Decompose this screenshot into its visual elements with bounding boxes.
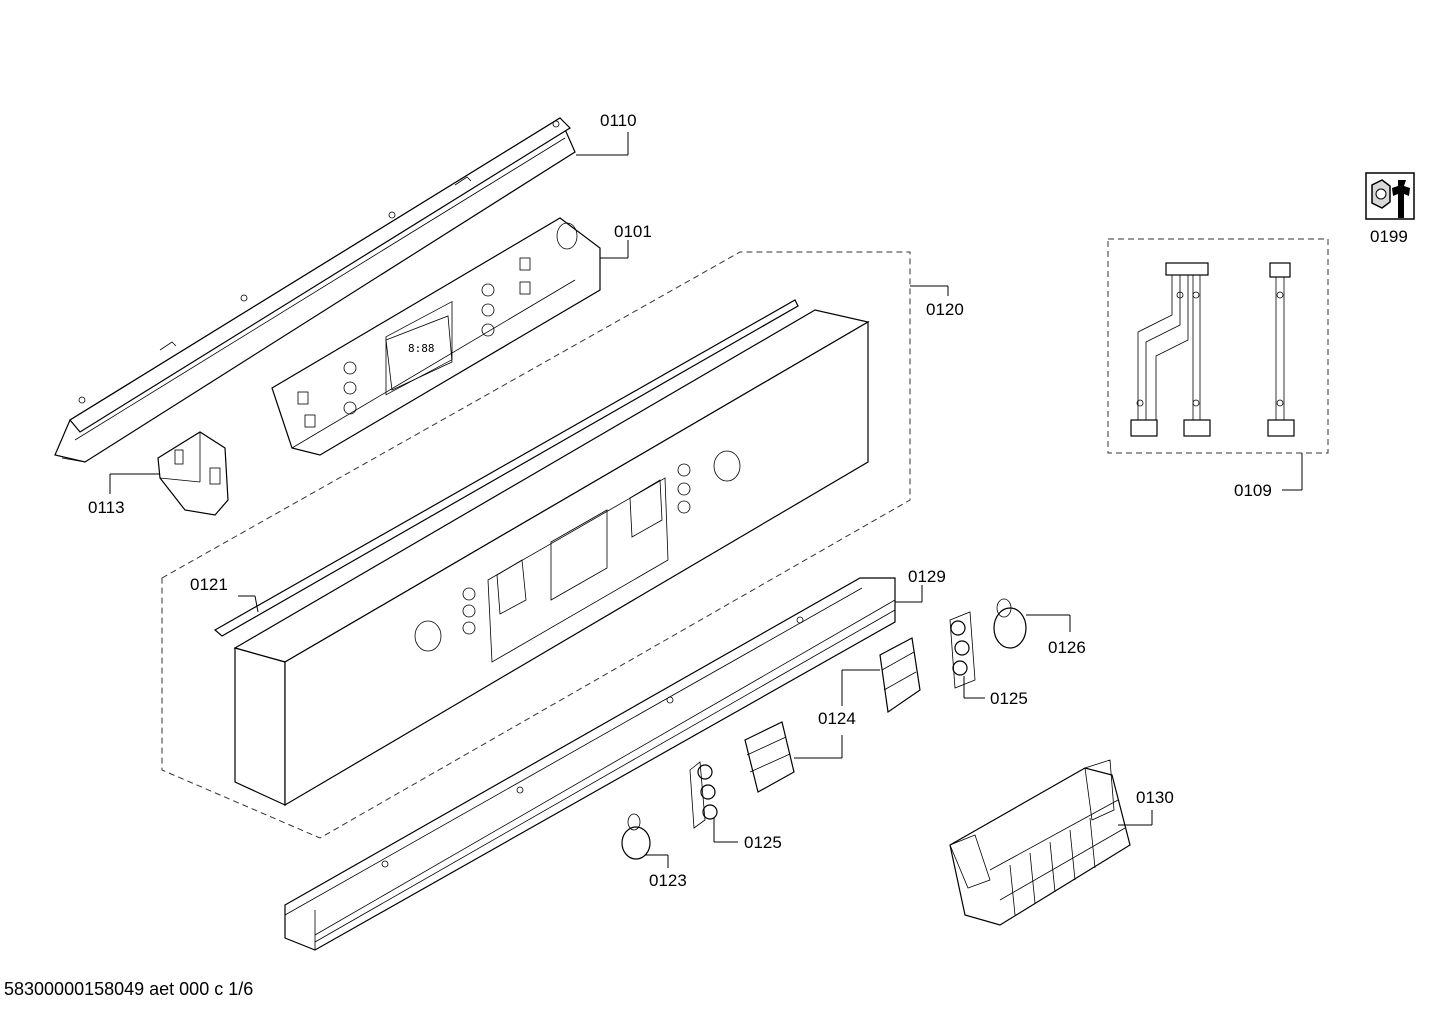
part-0109-cable-harness	[1130, 262, 1295, 437]
label-0121: 0121	[190, 575, 228, 594]
part-0129-trim-strip	[284, 577, 896, 951]
label-0110: 0110	[600, 111, 637, 130]
wrench-icon	[1365, 172, 1415, 220]
label-0129: 0129	[908, 567, 946, 586]
part-0121-seal-strip	[213, 299, 799, 637]
label-0125-upper: 0125	[990, 689, 1028, 708]
document-id: 58300000158049 aet 000 c 1/6	[4, 979, 254, 999]
part-0110-rail	[54, 117, 576, 463]
group-0109-outline	[1107, 238, 1329, 454]
part-0124-switch-block-lower	[744, 721, 795, 793]
label-0120: 0120	[926, 300, 964, 319]
label-0130: 0130	[1136, 788, 1174, 807]
label-0125-lower: 0125	[744, 833, 782, 852]
part-0123-knob	[621, 813, 651, 860]
label-0109: 0109	[1234, 481, 1272, 500]
label-0199: 0199	[1370, 227, 1408, 246]
part-0120-front-panel	[233, 309, 870, 807]
label-0126: 0126	[1048, 638, 1086, 657]
label-0101: 0101	[614, 222, 652, 241]
part-0124-switch-block-upper	[879, 637, 921, 714]
label-0124: 0124	[818, 709, 856, 728]
part-0130-holder	[949, 759, 1131, 926]
part-0125-button-set-upper	[949, 611, 976, 689]
group-0120-outline	[161, 251, 911, 839]
part-0126-knob	[993, 598, 1027, 649]
display-digits: 8:88	[408, 342, 435, 355]
part-0125-button-set-lower	[689, 761, 718, 829]
label-0113: 0113	[88, 498, 125, 517]
label-0123: 0123	[649, 871, 687, 890]
part-0101-control-board: 8:88	[271, 217, 601, 456]
part-0113-bracket	[157, 431, 229, 516]
